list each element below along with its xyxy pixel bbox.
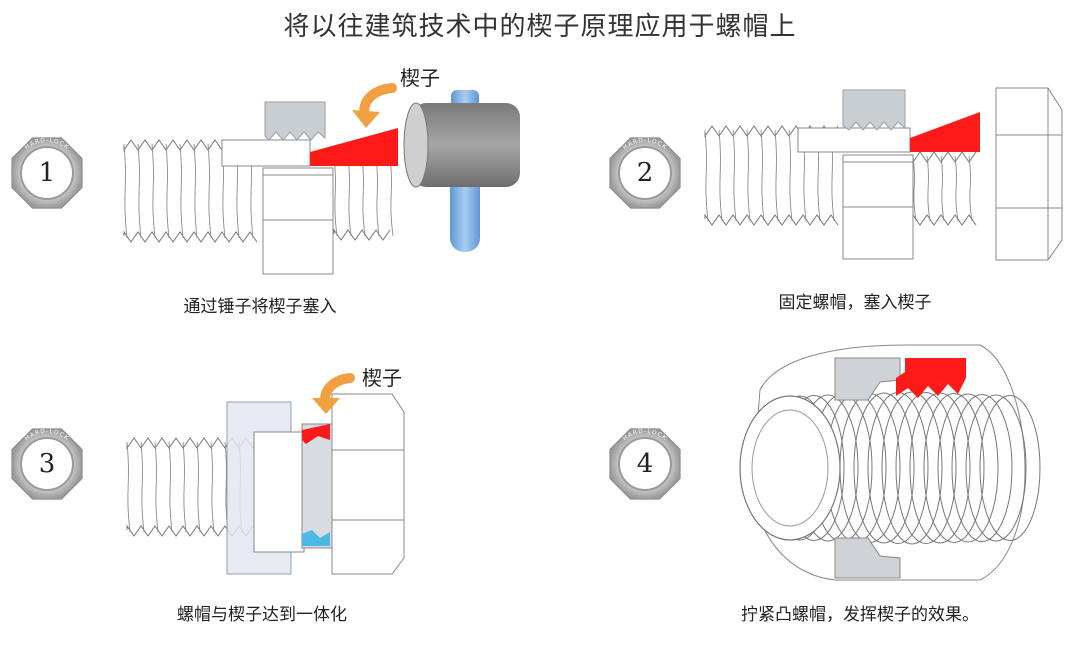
- panel-2-drawing: [704, 87, 1063, 261]
- step-1-badge: 1: [38, 158, 56, 188]
- nut-top-1: [264, 101, 326, 141]
- wedge-4: [896, 358, 966, 398]
- bolt-2: [704, 125, 977, 226]
- hammer-body-1: [412, 103, 520, 187]
- step-3-badge: 3: [38, 449, 56, 479]
- nut-lower-2: [842, 154, 914, 260]
- step-badge-4: HARD-LOCK: [609, 428, 681, 500]
- nut-top-2: [842, 89, 906, 131]
- step-badge-1: HARD-LOCK: [11, 137, 83, 209]
- wedge-3-cyan: [302, 530, 330, 546]
- arrow-head-3: [312, 398, 340, 414]
- wedge-1: [310, 128, 398, 166]
- step-badge-2: HARD-LOCK: [609, 137, 681, 209]
- panel-3-drawing: [126, 373, 405, 575]
- bolt-end-4: [739, 395, 841, 541]
- panel-1-drawing: [123, 83, 520, 275]
- step-2-caption: 固定螺帽，塞入楔子: [778, 293, 932, 313]
- wedge-3-red: [302, 424, 330, 444]
- step-3-caption: 螺帽与楔子达到一体化: [177, 605, 347, 625]
- hex-nut-3: [331, 393, 405, 575]
- arrow-head-1: [352, 110, 380, 128]
- step-4-caption: 拧紧凸螺帽，发挥楔子的效果。: [741, 605, 979, 625]
- wedge-sleeve-3: [301, 423, 333, 549]
- hex-nut-2: [995, 87, 1063, 261]
- wedge-2: [910, 112, 980, 152]
- hammer-face-1: [403, 102, 429, 188]
- step-4-badge: 4: [636, 449, 654, 479]
- step-badge-3: HARD-LOCK: [11, 428, 83, 500]
- step-1-caption: 通过锤子将楔子塞入: [183, 297, 337, 317]
- step-2-badge: 2: [636, 158, 654, 188]
- wedge-label-3: 楔子: [362, 366, 402, 390]
- panel-4-drawing: [739, 344, 1041, 581]
- diagram-title: 将以往建筑技术中的楔子原理应用于螺帽上: [283, 12, 797, 42]
- hammer-handle-1: [450, 170, 480, 252]
- nut-section-bottom-4: [834, 537, 901, 579]
- nut-section-top-4: [834, 357, 901, 401]
- nut-lower-1: [262, 167, 334, 275]
- wedge-label-1: 楔子: [400, 66, 440, 90]
- nut-body-3: [253, 431, 305, 553]
